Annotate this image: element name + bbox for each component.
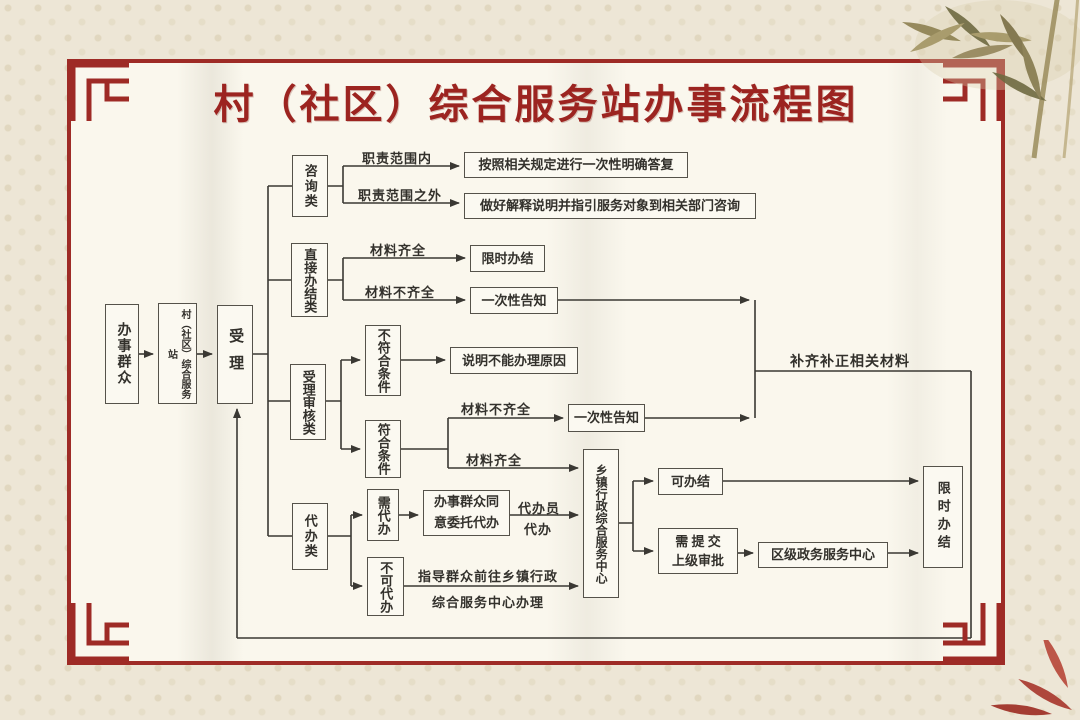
node-explain: 做好解释说明并指引服务对象到相关部门咨询 — [464, 193, 756, 219]
label-materials-incomplete-1: 材料不齐全 — [365, 285, 436, 300]
node-district-center: 区级政务服务中心 — [758, 542, 888, 568]
label-materials-complete-2: 材料齐全 — [466, 453, 523, 468]
node-accept: 受理 — [217, 305, 253, 404]
label-in-scope: 职责范围内 — [362, 151, 433, 166]
node-explain-reason: 说明不能办理原因 — [450, 347, 578, 374]
node-reply: 按照相关规定进行一次性明确答复 — [464, 152, 688, 178]
node-review-category: 受理审核类 — [290, 364, 326, 440]
node-agent-category: 代办类 — [292, 503, 328, 570]
node-cannot-agent: 不可代办 — [367, 557, 404, 616]
need-approval-line1: 需 提 交 — [675, 533, 721, 549]
node-one-time-notice-2: 一次性告知 — [568, 404, 645, 432]
node-limit-time-2: 限时办结 — [923, 466, 963, 568]
node-public: 办事群众 — [105, 304, 139, 404]
label-guide-line1: 指导群众前往乡镇行政 — [418, 569, 559, 584]
node-can-complete: 可办结 — [658, 468, 723, 495]
node-station: 村（社区）综合服务站 — [158, 303, 197, 404]
node-not-eligible: 不符合条件 — [365, 325, 401, 396]
label-agent-line1: 代办员 — [518, 501, 561, 516]
label-materials-complete-1: 材料齐全 — [370, 243, 427, 258]
node-township-center: 乡镇行政综合服务中心 — [583, 449, 619, 598]
node-limit-time-1: 限时办结 — [470, 245, 545, 272]
red-leaf-decoration-icon — [989, 640, 1075, 719]
label-materials-incomplete-2: 材料不齐全 — [461, 402, 532, 417]
node-need-approval: 需 提 交 上级审批 — [658, 528, 738, 574]
label-out-of-scope: 职责范围之外 — [358, 188, 443, 203]
node-need-agent: 需代办 — [367, 489, 399, 541]
node-direct-category: 直接办结类 — [291, 243, 328, 317]
need-approval-line2: 上级审批 — [671, 553, 724, 568]
bamboo-decoration-icon — [900, 0, 1080, 159]
node-one-time-notice-1: 一次性告知 — [470, 287, 558, 314]
label-agent-line2: 代办 — [524, 522, 553, 537]
node-consent: 办事群众同意委托代办 — [423, 490, 510, 536]
label-guide-line2: 综合服务中心办理 — [432, 595, 545, 610]
node-eligible: 符合条件 — [365, 420, 401, 478]
label-supplement: 补齐补正相关材料 — [790, 355, 910, 370]
node-consult-category: 咨询类 — [292, 155, 328, 217]
